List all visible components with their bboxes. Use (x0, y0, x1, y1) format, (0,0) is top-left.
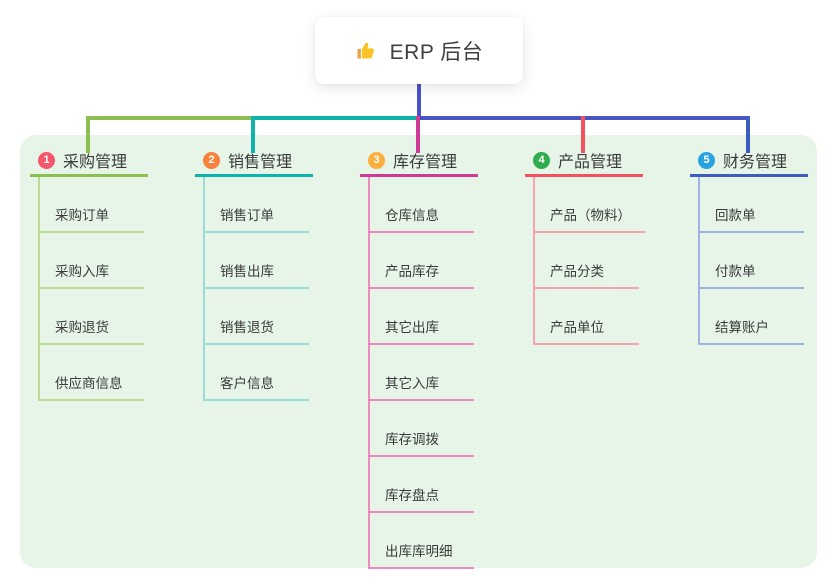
branch-sales: 2 销售管理 销售订单 销售出库 销售退货 客户信息 (195, 146, 345, 401)
child-label: 结算账户 (715, 320, 769, 335)
child-node[interactable]: 供应商信息 (38, 345, 144, 401)
connector-horizontal-teal (251, 116, 419, 120)
branch-number-badge: 1 (38, 151, 55, 169)
child-node[interactable]: 回款单 (698, 177, 804, 233)
branch-children: 销售订单 销售出库 销售退货 客户信息 (203, 177, 345, 401)
child-label: 销售退货 (220, 320, 274, 335)
branch-node-finance[interactable]: 5 财务管理 (690, 146, 808, 177)
child-node[interactable]: 销售出库 (203, 233, 309, 289)
branch-label: 财务管理 (723, 154, 788, 171)
child-node[interactable]: 付款单 (698, 233, 804, 289)
child-node[interactable]: 库存调拨 (368, 401, 474, 457)
child-label: 库存调拨 (385, 432, 439, 447)
child-label: 回款单 (715, 208, 756, 223)
root-node[interactable]: ERP 后台 (315, 17, 523, 84)
children-connector-line (203, 177, 205, 401)
child-label: 产品分类 (550, 264, 604, 279)
connector-drop-inventory (416, 116, 420, 153)
connector-drop-product (581, 116, 585, 153)
branch-procurement: 1 采购管理 采购订单 采购入库 采购退货 供应商信息 (30, 146, 180, 401)
branch-node-procurement[interactable]: 1 采购管理 (30, 146, 148, 177)
child-node[interactable]: 采购订单 (38, 177, 144, 233)
child-label: 销售订单 (220, 208, 274, 223)
child-label: 其它出库 (385, 320, 439, 335)
branch-label: 产品管理 (558, 154, 623, 171)
child-label: 出库库明细 (385, 544, 453, 559)
child-label: 产品单位 (550, 320, 604, 335)
connector-drop-procurement (86, 116, 90, 153)
branch-number-badge: 2 (203, 151, 220, 169)
branches-background-panel (20, 135, 817, 568)
child-node[interactable]: 采购退货 (38, 289, 144, 345)
connector-drop-sales (251, 116, 255, 153)
child-node[interactable]: 产品（物料） (533, 177, 645, 233)
branch-label: 采购管理 (63, 154, 128, 171)
child-label: 采购入库 (55, 264, 109, 279)
children-connector-line (698, 177, 700, 345)
branch-label: 库存管理 (393, 154, 458, 171)
child-label: 采购退货 (55, 320, 109, 335)
branch-inventory: 3 库存管理 仓库信息 产品库存 其它出库 其它入库 库存调拨 库存盘点 出库库… (360, 146, 510, 569)
child-label: 其它入库 (385, 376, 439, 391)
child-label: 付款单 (715, 264, 756, 279)
branch-children: 采购订单 采购入库 采购退货 供应商信息 (38, 177, 180, 401)
branch-label: 销售管理 (228, 154, 293, 171)
child-node[interactable]: 库存盘点 (368, 457, 474, 513)
child-label: 销售出库 (220, 264, 274, 279)
branch-product: 4 产品管理 产品（物料） 产品分类 产品单位 (525, 146, 675, 345)
branch-children: 回款单 付款单 结算账户 (698, 177, 839, 345)
child-label: 产品库存 (385, 264, 439, 279)
branch-number-badge: 4 (533, 151, 550, 169)
child-node[interactable]: 产品库存 (368, 233, 474, 289)
branch-children: 产品（物料） 产品分类 产品单位 (533, 177, 675, 345)
child-node[interactable]: 销售订单 (203, 177, 309, 233)
thumbs-up-icon (357, 42, 374, 58)
branch-node-sales[interactable]: 2 销售管理 (195, 146, 313, 177)
child-node[interactable]: 其它出库 (368, 289, 474, 345)
connector-drop-finance (746, 116, 750, 153)
child-label: 客户信息 (220, 376, 274, 391)
children-connector-line (38, 177, 40, 401)
child-node[interactable]: 产品单位 (533, 289, 639, 345)
child-label: 采购订单 (55, 208, 109, 223)
child-node[interactable]: 产品分类 (533, 233, 639, 289)
branch-finance: 5 财务管理 回款单 付款单 结算账户 (690, 146, 839, 345)
child-node[interactable]: 结算账户 (698, 289, 804, 345)
child-label: 产品（物料） (550, 208, 631, 223)
branch-number-badge: 5 (698, 151, 715, 169)
children-connector-line (533, 177, 535, 345)
child-label: 仓库信息 (385, 208, 439, 223)
connector-root-vertical (417, 84, 421, 120)
branch-children: 仓库信息 产品库存 其它出库 其它入库 库存调拨 库存盘点 出库库明细 (368, 177, 510, 569)
branch-node-product[interactable]: 4 产品管理 (525, 146, 643, 177)
child-label: 库存盘点 (385, 488, 439, 503)
child-node[interactable]: 其它入库 (368, 345, 474, 401)
child-node[interactable]: 采购入库 (38, 233, 144, 289)
branch-number-badge: 3 (368, 151, 385, 169)
child-node[interactable]: 出库库明细 (368, 513, 474, 569)
branch-node-inventory[interactable]: 3 库存管理 (360, 146, 478, 177)
connector-horizontal-green (86, 116, 255, 120)
child-node[interactable]: 仓库信息 (368, 177, 474, 233)
child-node[interactable]: 销售退货 (203, 289, 309, 345)
child-node[interactable]: 客户信息 (203, 345, 309, 401)
child-label: 供应商信息 (55, 376, 123, 391)
children-connector-line (368, 177, 370, 569)
root-title: ERP 后台 (389, 40, 484, 64)
